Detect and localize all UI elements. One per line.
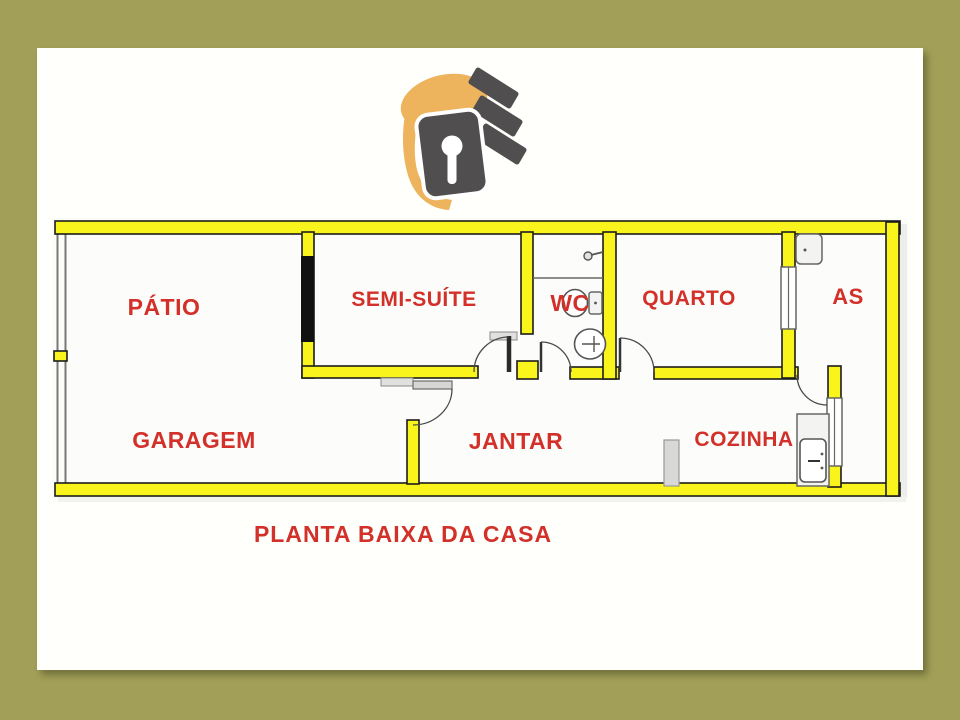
wall-semisuite-wc [520, 231, 534, 335]
room-label-wc: WC [550, 290, 589, 316]
wall-hall-stub [516, 360, 539, 380]
kitchen-counter-icon [796, 413, 830, 487]
door-semisuite [473, 336, 512, 373]
door-quarto [618, 337, 655, 373]
wall-wc-quarto [602, 231, 617, 380]
room-label-garagem: GARAGEM [132, 427, 256, 453]
wc-sink-icon [573, 328, 607, 360]
cozinha-column-icon [663, 439, 680, 487]
plan-floor [52, 218, 908, 500]
door-garagem-jantar [412, 380, 453, 426]
threshold-step [380, 377, 414, 387]
room-label-jantar: JANTAR [469, 428, 564, 454]
wc-toilet-icon [561, 288, 603, 318]
window-semisuite-icon [301, 256, 314, 342]
wc-shower-head-icon [583, 251, 604, 261]
door-lintel [489, 331, 518, 341]
floor-plan: PÁTIO SEMI-SUÍTE WC QUARTO AS GARAGEM JA… [52, 218, 908, 547]
room-label-quarto: QUARTO [642, 287, 736, 310]
keyhole-icon [441, 135, 463, 184]
window-quarto-as-icon [780, 266, 797, 330]
plan-shadow-right [899, 224, 907, 498]
as-laundry-tank-icon [795, 233, 823, 265]
room-label-cozinha: COZINHA [694, 428, 793, 451]
wall-quarto-bottom [653, 366, 799, 380]
gate-post [53, 350, 68, 362]
plan-shadow-bottom [58, 496, 906, 502]
room-label-as: AS [832, 284, 864, 309]
wall-bottom [54, 482, 901, 497]
wall-garagem-jantar [406, 419, 420, 485]
door-wc [539, 341, 572, 373]
lock-cube-logo [400, 67, 527, 210]
room-label-semi-suite: SEMI-SUÍTE [351, 288, 476, 311]
plan-title: PLANTA BAIXA DA CASA [254, 521, 552, 547]
wall-semisuite-bottom [301, 365, 479, 379]
door-cozinha-as [796, 374, 828, 406]
room-label-patio: PÁTIO [128, 293, 201, 320]
wall-right [885, 221, 900, 497]
wall-top [54, 220, 901, 235]
